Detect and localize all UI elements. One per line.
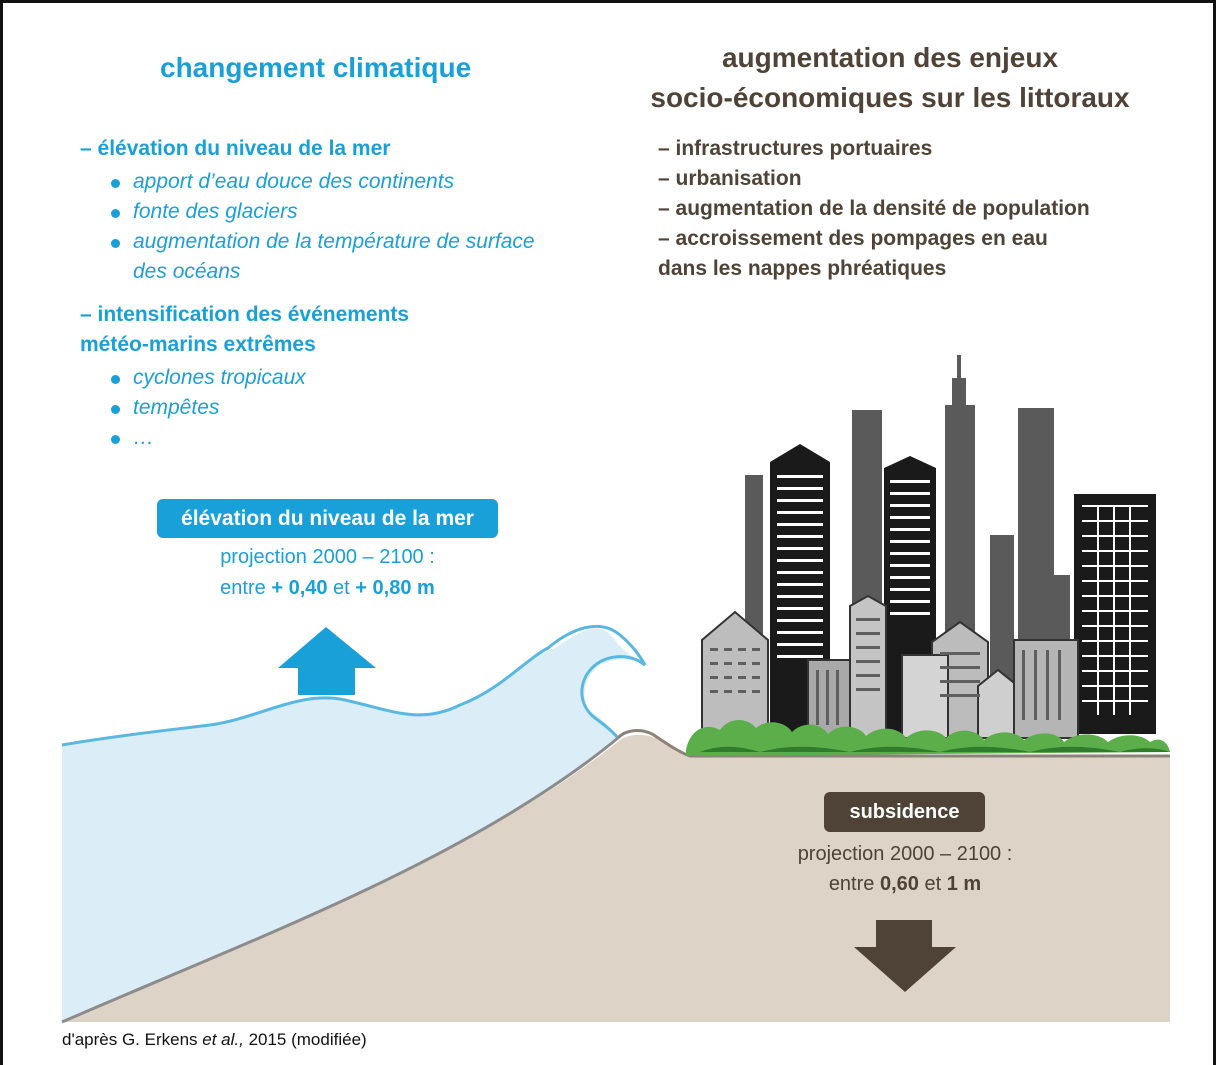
bullet-dot — [111, 209, 120, 218]
bullet-text: tempêtes — [133, 396, 220, 419]
bullet-dot — [111, 239, 120, 248]
socio-item-continuation: dans les nappes phréatiques — [658, 257, 947, 280]
socio-item: – accroissement des pompages en eau — [658, 227, 1048, 250]
bullet-text: fonte des glaciers — [133, 200, 298, 223]
subsidence-projection: projection 2000 – 2100 : — [797, 843, 1013, 865]
bullet-text: cyclones tropicaux — [133, 366, 306, 389]
bullet-dot — [111, 179, 120, 188]
bullet-item: fonte des glaciers — [111, 200, 298, 224]
bullet-dot — [111, 375, 120, 384]
sea-water — [62, 628, 645, 1022]
wave-crest — [61, 624, 647, 747]
range-mid: et — [918, 873, 947, 895]
seabed-line — [61, 736, 619, 1024]
coastal-dune — [616, 729, 1170, 758]
range-mid: et — [327, 577, 356, 599]
right-title-line-2: socio-économiques sur les littoraux — [650, 82, 1130, 113]
bullet-item: tempêtes — [111, 396, 220, 420]
left-title: changement climatique — [160, 52, 472, 83]
credit-italic: et al., — [202, 1030, 244, 1049]
sea-rise-header: – élévation du niveau de la mer — [80, 137, 391, 160]
source-credit: d'après G. Erkens et al., 2015 (modifiée… — [62, 1030, 367, 1050]
right-title-line-1: augmentation des enjeux — [721, 42, 1059, 73]
bullet-item: augmentation de la température de surfac… — [111, 230, 535, 254]
subsidence-range: entre 0,60 et 1 m — [760, 873, 1050, 896]
right-title: augmentation des enjeux socio-économique… — [640, 38, 1140, 118]
credit-before: d'après G. Erkens — [62, 1030, 203, 1049]
range-prefix: entre — [828, 873, 880, 895]
bullet-dot — [111, 405, 120, 414]
city-skyline — [686, 355, 1170, 756]
bullet-text: apport d’eau douce des continents — [133, 170, 455, 193]
bullet-item: apport d’eau douce des continents — [111, 170, 455, 194]
bullet-text: augmentation de la température de surfac… — [133, 230, 535, 253]
bullet-item: cyclones tropicaux — [111, 366, 306, 390]
range-min: 0,60 — [879, 873, 919, 895]
events-header-line-2: météo-marins extrêmes — [80, 333, 316, 356]
socio-item: – urbanisation — [658, 167, 802, 190]
sea-level-projection: projection 2000 – 2100 : — [220, 546, 435, 568]
sea-level-range: entre + 0,40 et + 0,80 m — [157, 577, 498, 600]
range-max: 1 m — [946, 873, 982, 895]
events-header-line-1: – intensification des événements — [80, 303, 410, 326]
socio-item: – augmentation de la densité de populati… — [658, 197, 1090, 220]
bullet-continuation: des océans — [133, 260, 241, 283]
bullet-item: … — [111, 426, 154, 450]
subsidence-arrow — [854, 920, 956, 992]
sea-level-label: élévation du niveau de la mer — [157, 499, 498, 538]
sea-rise-arrow — [278, 627, 376, 695]
range-prefix: entre — [220, 577, 272, 599]
range-min: + 0,40 — [271, 577, 328, 599]
subsidence-label: subsidence — [824, 792, 985, 832]
credit-after: 2015 (modifiée) — [243, 1030, 367, 1049]
range-max: + 0,80 m — [355, 577, 435, 599]
bullet-dot — [111, 435, 120, 444]
socio-item: – infrastructures portuaires — [658, 137, 933, 160]
bullet-text: … — [133, 426, 154, 449]
